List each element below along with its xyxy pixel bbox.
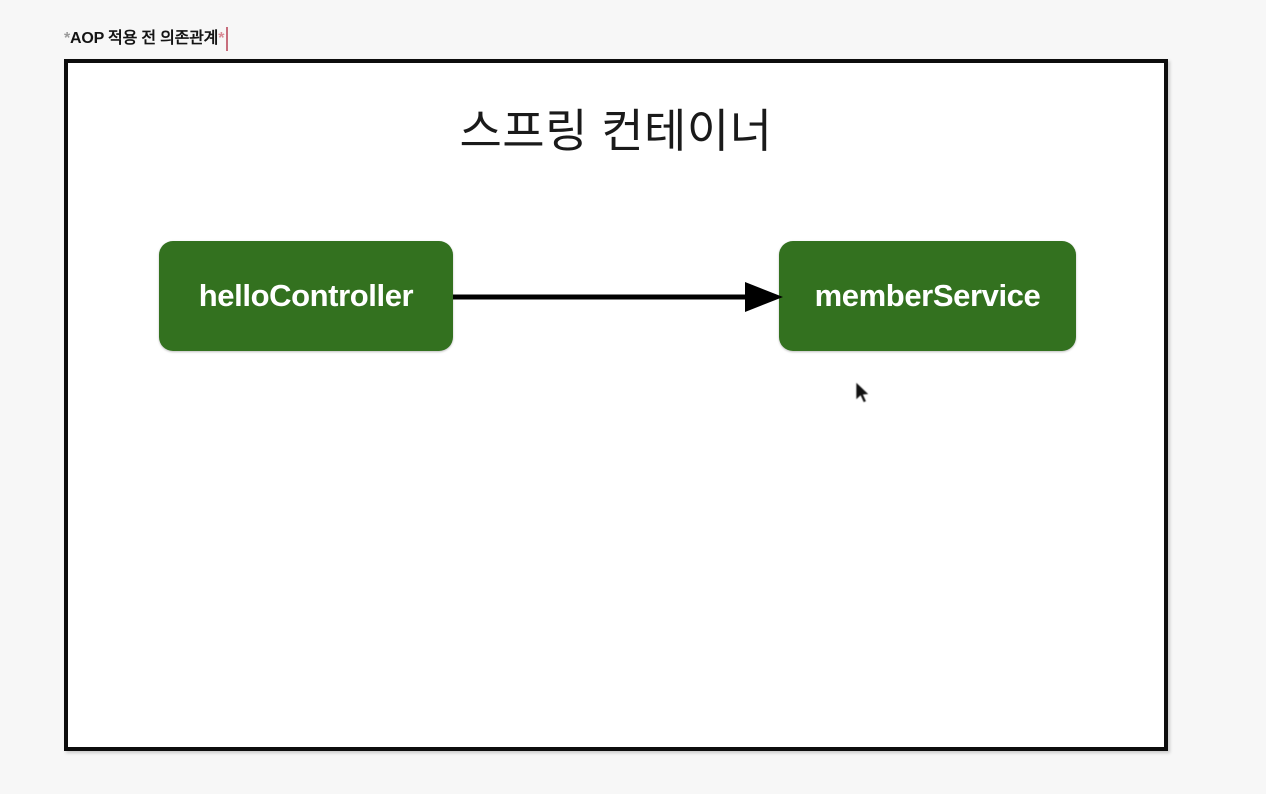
node-memberservice-label: memberService (814, 278, 1041, 313)
node-hellocontroller[interactable]: helloController (159, 241, 453, 351)
node-hellocontroller-label: helloController (198, 278, 414, 313)
caption-leading-asterisk: * (64, 30, 71, 47)
mouse-pointer-icon (855, 381, 870, 404)
caption-text: AOP 적용 전 의존관계 (70, 30, 219, 47)
slide-caption: * AOP 적용 전 의존관계 * (64, 26, 229, 52)
node-memberservice[interactable]: memberService (779, 241, 1076, 351)
text-caret (226, 27, 229, 51)
caption-trailing-asterisk: * (218, 30, 225, 47)
slide-title: 스프링 컨테이너 (459, 105, 773, 157)
dependency-arrow-icon (453, 282, 783, 312)
slide-frame: 스프링 컨테이너 helloController memberService (64, 59, 1168, 751)
